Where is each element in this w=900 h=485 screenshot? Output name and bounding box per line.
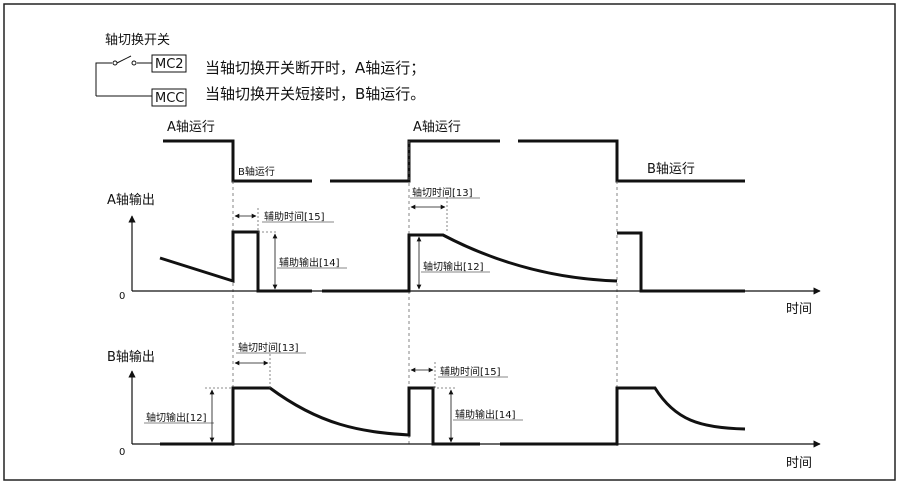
a-zero: 0 (119, 291, 125, 302)
switch-schematic: 轴切换开关 MC2 MCC 当轴切换开关断开时，A轴运行； 当轴切换开关短接时，… (95, 33, 425, 107)
b-assist-output-label: 辅助输出[14] (455, 408, 516, 421)
note-short: 当轴切换开关短接时，B轴运行。 (205, 85, 425, 103)
a-output-waveform (159, 230, 745, 293)
b-y-label: B轴输出 (107, 349, 155, 365)
switch-wires (95, 62, 152, 97)
b-x-label: 时间 (786, 456, 812, 471)
mode-b-run-2: B轴运行 (647, 162, 695, 177)
mode-a-run-1: A轴运行 (167, 120, 215, 135)
mcc-label: MCC (155, 91, 184, 106)
mode-a-run-2: A轴运行 (413, 120, 461, 135)
switch-contact-left (112, 60, 118, 66)
a-assist-output-label: 辅助输出[14] (279, 256, 340, 269)
switch-blade (116, 55, 132, 64)
mode-signal: A轴运行 B轴运行 A轴运行 B轴运行 (163, 120, 745, 183)
b-assist-time-label: 辅助时间[15] (440, 365, 501, 378)
b-output-waveform (160, 386, 746, 446)
b-switch-time-label: 轴切时间[13] (238, 341, 299, 354)
a-output-plot: A轴输出 0 时间 辅助时间[15] 辅助输出[14] 轴切时间[13] 轴切输… (107, 186, 821, 317)
switch-title: 轴切换开关 (105, 33, 170, 48)
mcc-box (151, 88, 187, 107)
switch-contact-right (131, 60, 137, 66)
a-switch-time-label: 轴切时间[13] (412, 186, 473, 199)
a-x-label: 时间 (786, 302, 812, 317)
b-switch-output-label: 轴切输出[12] (146, 411, 207, 424)
note-open: 当轴切换开关断开时，A轴运行； (205, 59, 425, 77)
b-output-plot: B轴输出 0 时间 轴切时间[13] 轴切输出[12] 辅助时间[15] 辅助输… (107, 341, 821, 471)
a-y-label: A轴输出 (107, 192, 155, 208)
mode-b-run-1: B轴运行 (238, 165, 275, 178)
mc2-label: MC2 (155, 57, 184, 72)
a-switch-output-label: 轴切输出[12] (423, 260, 484, 273)
b-zero: 0 (119, 447, 125, 458)
outer-frame (3, 3, 896, 481)
a-assist-time-label: 辅助时间[15] (264, 210, 325, 223)
